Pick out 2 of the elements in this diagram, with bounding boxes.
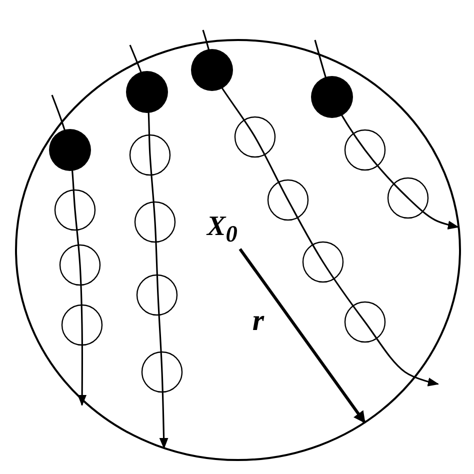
radius-arrow bbox=[238, 248, 366, 424]
point-label: X$_{0}$ bbox=[207, 213, 238, 247]
